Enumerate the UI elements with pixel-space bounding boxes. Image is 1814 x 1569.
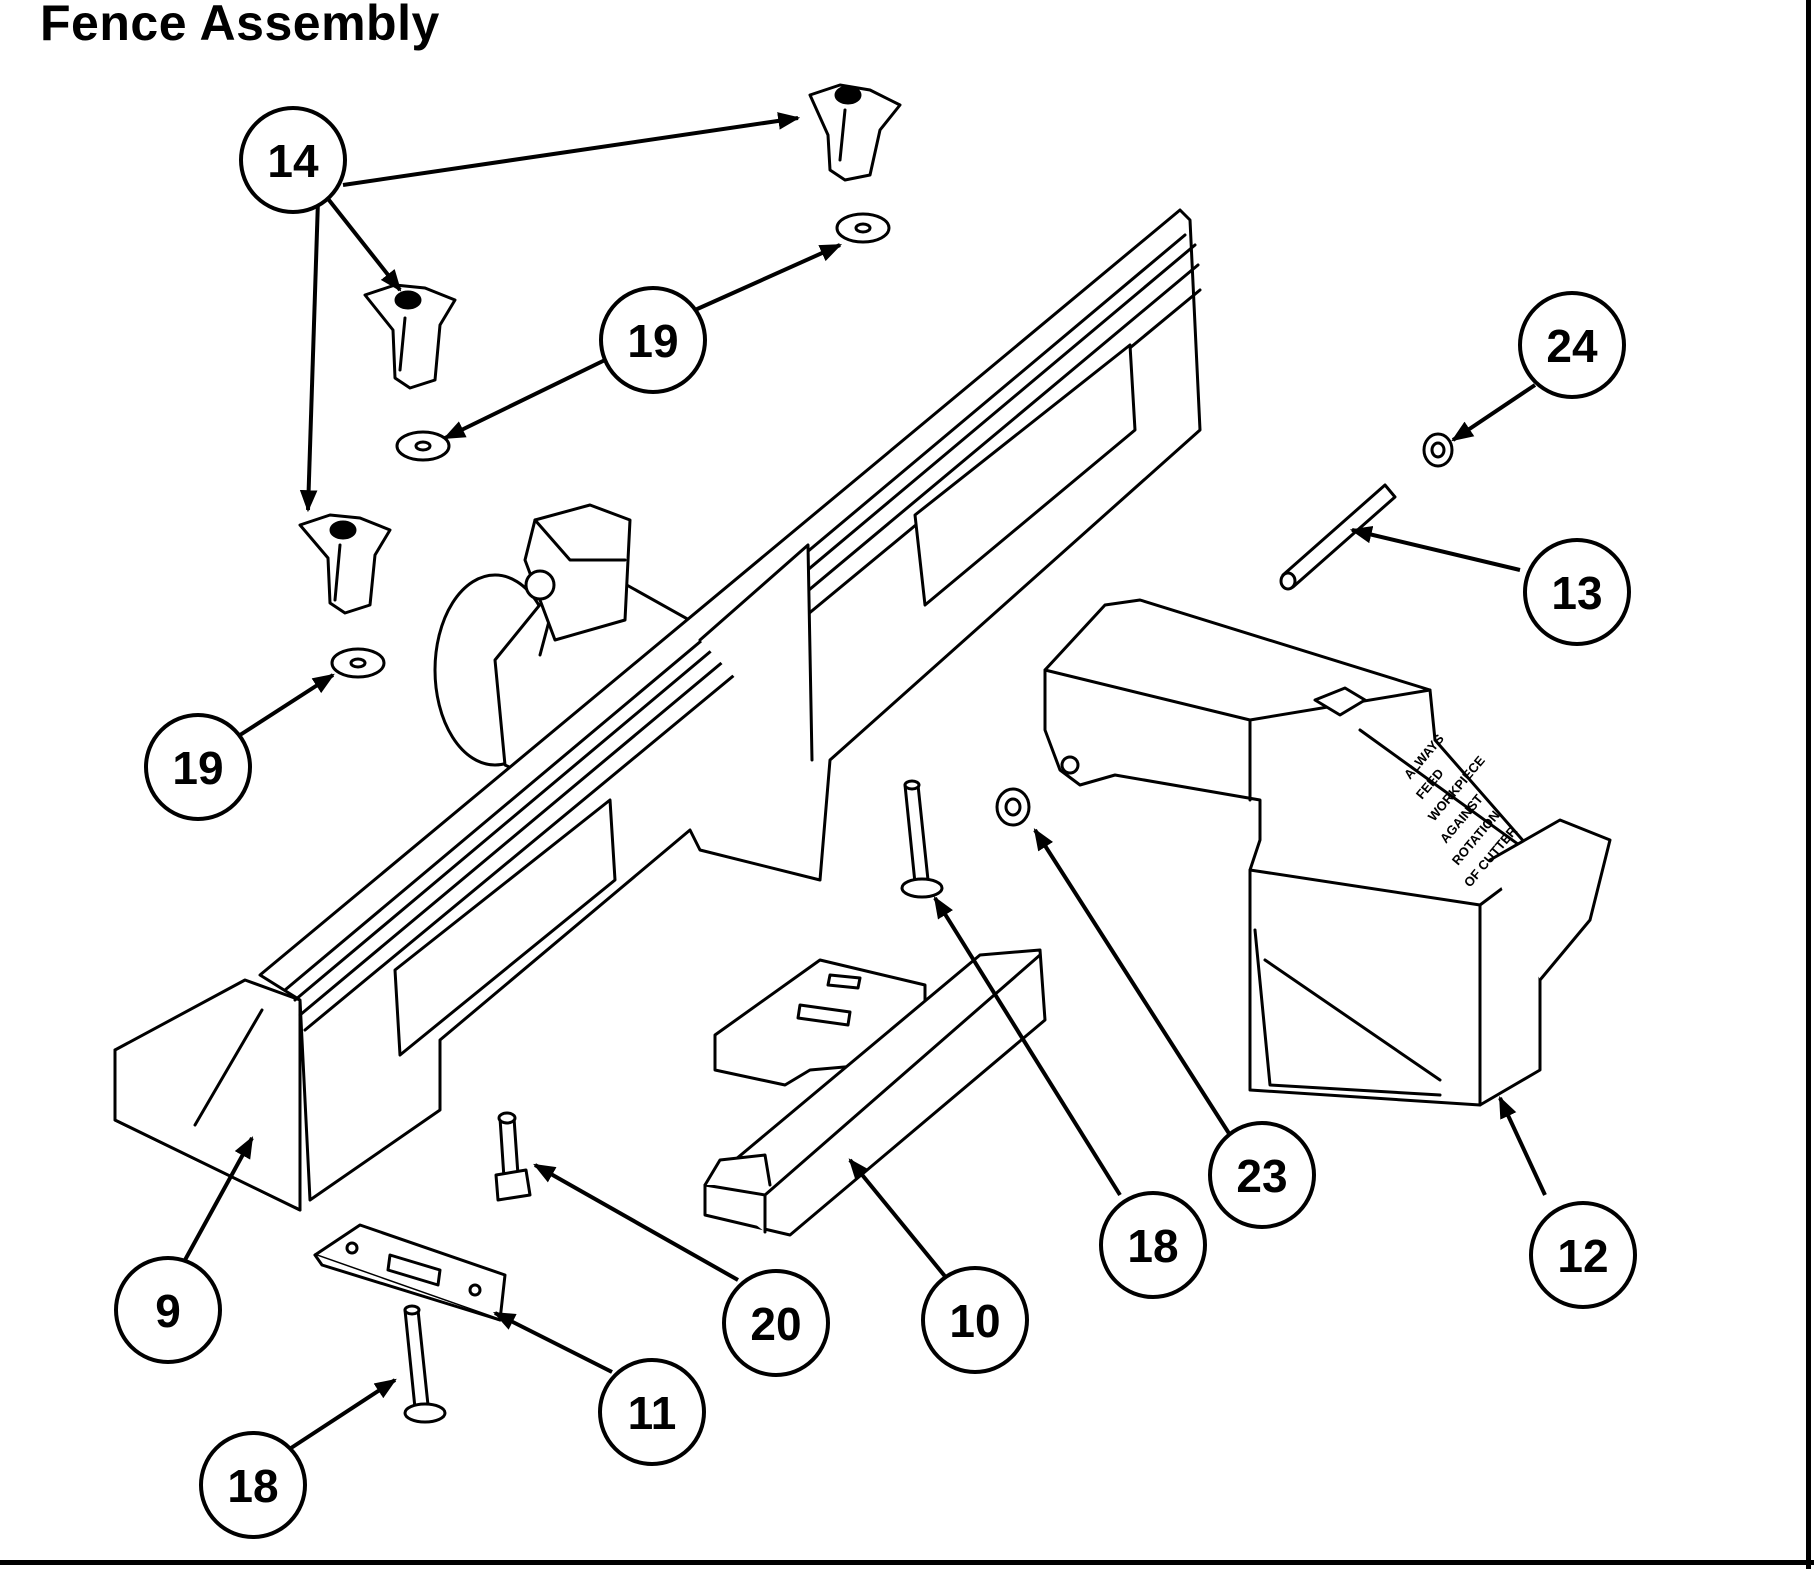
callout-10-label: 10 <box>949 1295 1000 1347</box>
fence-body-part-9 <box>113 208 1202 1212</box>
callout-9-label: 9 <box>155 1285 181 1337</box>
callout-20: 20 <box>722 1269 830 1377</box>
leader-19-middle <box>443 358 606 440</box>
callout-18-upper: 18 <box>1099 1191 1207 1299</box>
leader-14-middle <box>323 193 402 292</box>
leader-18-upper <box>933 896 1122 1197</box>
plate-part-11 <box>313 1223 507 1322</box>
callout-18-upper-label: 18 <box>1127 1220 1178 1272</box>
callout-12: 12 <box>1529 1201 1637 1309</box>
leader-14-top <box>342 112 801 187</box>
pin-part-13 <box>1279 483 1397 591</box>
callout-19-top-label: 19 <box>627 315 678 367</box>
leader-arrows <box>183 112 1547 1452</box>
washer-part-19-lower <box>330 647 386 679</box>
leader-24 <box>1451 383 1537 442</box>
callout-9: 9 <box>114 1256 222 1364</box>
leader-11 <box>493 1311 613 1374</box>
leader-19-lower <box>238 673 335 737</box>
callout-18-lower: 18 <box>199 1431 307 1539</box>
knob-part-14-lower <box>298 513 392 615</box>
bottom-border-rule <box>0 1560 1814 1565</box>
callout-13-label: 13 <box>1551 567 1602 619</box>
callout-circles: 14 19 19 24 13 23 <box>114 106 1637 1539</box>
leader-12 <box>1498 1096 1547 1196</box>
screw-part-18-lower <box>403 1304 447 1424</box>
callout-18-lower-label: 18 <box>227 1460 278 1512</box>
leader-20 <box>533 1163 739 1282</box>
page-title: Fence Assembly <box>40 0 440 51</box>
callout-14-label: 14 <box>267 135 319 187</box>
callout-11-label: 11 <box>628 1387 677 1439</box>
callout-13: 13 <box>1523 538 1631 646</box>
nut-part-24 <box>1422 432 1454 468</box>
callout-19-lower: 19 <box>144 713 252 821</box>
callout-23-label: 23 <box>1236 1150 1287 1202</box>
callout-24: 24 <box>1518 291 1626 399</box>
callout-11: 11 <box>598 1358 706 1466</box>
callout-23: 23 <box>1208 1121 1316 1229</box>
callout-10: 10 <box>921 1266 1029 1374</box>
callout-12-label: 12 <box>1557 1230 1608 1282</box>
callout-24-label: 24 <box>1546 320 1598 372</box>
callout-14: 14 <box>239 106 347 214</box>
leader-23 <box>1033 828 1232 1137</box>
callout-19-lower-label: 19 <box>172 742 223 794</box>
callout-20-label: 20 <box>750 1298 801 1350</box>
leader-9 <box>183 1136 254 1261</box>
right-border-rule <box>1806 0 1811 1569</box>
knob-part-14-top <box>808 83 902 182</box>
leader-14-lower <box>299 199 320 513</box>
screw-part-18-upper <box>900 779 944 899</box>
washer-part-19-middle <box>395 430 451 462</box>
leader-13 <box>1349 526 1521 572</box>
knob-part-14-middle <box>363 283 457 390</box>
washer-part-23 <box>995 787 1031 827</box>
leader-19-top <box>694 243 843 312</box>
bolt-part-20 <box>494 1111 532 1202</box>
leader-10 <box>848 1158 950 1282</box>
callout-19-top: 19 <box>599 286 707 394</box>
cutter-guard-part-12 <box>1043 598 1612 1107</box>
washer-part-19-top <box>835 212 891 244</box>
leader-18-lower <box>286 1378 397 1452</box>
